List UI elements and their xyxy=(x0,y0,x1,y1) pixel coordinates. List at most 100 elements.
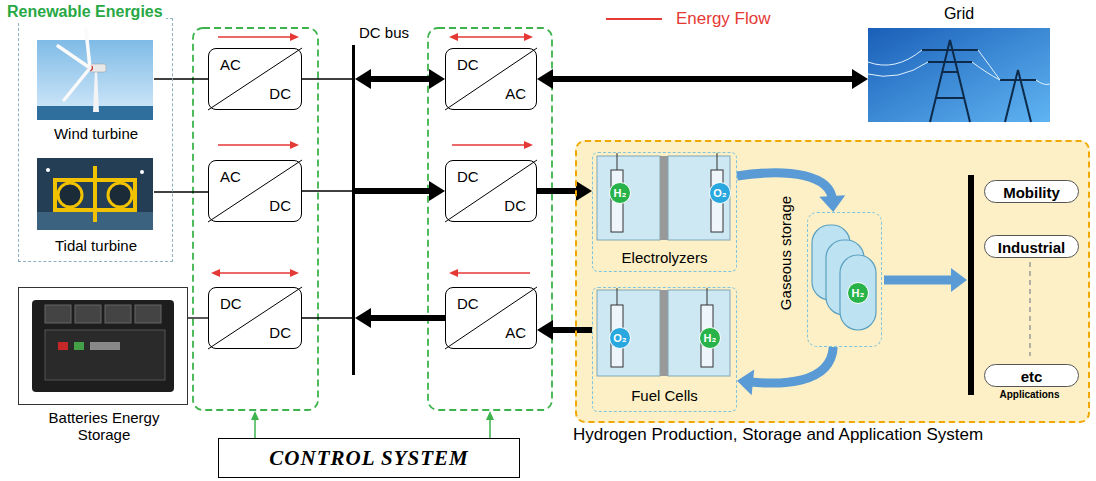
connector xyxy=(188,318,208,319)
node-label: AC xyxy=(505,85,526,102)
grid-photo xyxy=(922,40,1036,122)
control-arrow xyxy=(251,411,259,420)
converter-diagonal xyxy=(208,48,302,110)
connector-line xyxy=(302,78,352,79)
wind-turbine-photo xyxy=(93,70,99,112)
converter-group-outline xyxy=(193,28,318,410)
application-pill: etc xyxy=(984,364,1079,387)
energy-flow-arrow xyxy=(218,36,292,38)
node-label: DC xyxy=(457,56,479,73)
electrolyzer-cells xyxy=(617,153,618,170)
gas-circle: H₂ xyxy=(699,327,721,349)
connector xyxy=(302,191,352,192)
ellipsis-line xyxy=(1029,262,1031,356)
battery-photo xyxy=(32,300,174,392)
converter-diagonal xyxy=(208,48,537,349)
node-label: DC xyxy=(504,197,526,214)
node-label: DC xyxy=(269,85,291,102)
energy-flow-arrow xyxy=(211,33,533,277)
gas-circle: H₂ xyxy=(609,182,631,204)
image-node: Grid xyxy=(868,5,1050,123)
control-box: CONTROL SYSTEM xyxy=(218,438,520,478)
tidal-turbine-photo xyxy=(140,170,144,174)
node-label: DC xyxy=(457,168,479,185)
battery-photo xyxy=(135,305,161,323)
energy-flow-arrow xyxy=(290,33,299,41)
control-arrow xyxy=(251,411,494,438)
hydrogen-region-fill xyxy=(575,140,1090,423)
connector-line xyxy=(188,317,208,318)
electrolyzer-cells xyxy=(717,153,718,170)
energy-flow-arrow xyxy=(449,269,458,277)
connector-line xyxy=(302,190,352,191)
node-label: Grid xyxy=(944,5,974,23)
node-label: Wind turbine xyxy=(54,125,138,142)
node-label: etc xyxy=(1021,368,1043,383)
gas-circle: O₂ xyxy=(709,182,731,204)
tidal-turbine-photo xyxy=(37,158,153,230)
node-label: H₂ xyxy=(852,288,865,299)
energy-flow-arrow xyxy=(449,33,458,41)
application-pill: Mobility xyxy=(984,180,1079,203)
node-label: DC xyxy=(269,324,291,341)
electrolyzer-box: Electrolyzers H₂ O₂ xyxy=(592,152,737,272)
fuel-cell-cells xyxy=(617,288,618,305)
connector xyxy=(302,79,352,80)
connector-line xyxy=(154,191,208,192)
connector-line xyxy=(748,347,833,383)
fuel-cell-box: Fuel CellsO₂H₂ xyxy=(592,287,737,412)
storage-box: Gaseous storageH₂ xyxy=(807,212,882,347)
node-label: O₂ xyxy=(613,333,626,344)
legend-text: Energy Flow xyxy=(676,9,770,29)
tidal-turbine-photo xyxy=(46,168,50,172)
battery-photo xyxy=(74,342,84,350)
node-label: CONTROL SYSTEM xyxy=(269,448,468,469)
connector-line xyxy=(366,315,445,321)
arrow-head xyxy=(429,181,445,201)
converter-diagonal xyxy=(445,160,537,222)
energy-flow-arrow xyxy=(456,36,526,38)
wind-turbine-photo xyxy=(37,40,153,120)
connector xyxy=(737,347,833,395)
battery-photo xyxy=(75,305,101,323)
image-node: Wind turbine xyxy=(38,41,154,145)
connector xyxy=(154,192,208,193)
dc-bus: DC bus xyxy=(352,45,355,375)
application-pill: Industrial xyxy=(984,235,1079,258)
node-label: Hydrogen Production, Storage and Applica… xyxy=(573,425,983,445)
ellipsis-line xyxy=(1030,262,1031,356)
converter-group-outline xyxy=(428,28,552,410)
connector xyxy=(537,320,592,340)
connector-line xyxy=(548,327,592,333)
battery-photo xyxy=(90,342,120,350)
connector xyxy=(154,79,208,80)
energy-flow-arrow xyxy=(218,272,292,274)
battery-photo xyxy=(58,342,68,350)
arrow-head xyxy=(537,69,553,89)
tidal-turbine-photo xyxy=(108,183,132,207)
fuel-cell-cells xyxy=(660,290,668,376)
energy-flow-arrow xyxy=(452,144,526,146)
energy-flow-arrow xyxy=(290,141,299,149)
energy-flow-arrow xyxy=(218,144,292,146)
battery-node: Batteries Energy Storage xyxy=(18,287,188,405)
node-label: H₂ xyxy=(704,333,717,344)
grid-photo xyxy=(868,28,1050,122)
energy-flow-arrow xyxy=(211,269,220,277)
node-label: Electrolyzers xyxy=(622,249,708,266)
gas-cylinders xyxy=(812,225,876,330)
hydrogen-region-fill xyxy=(575,140,1090,423)
connector xyxy=(537,181,592,201)
connector xyxy=(355,69,445,89)
node-label: DC xyxy=(457,295,479,312)
energy-flow-arrow xyxy=(290,269,299,277)
tidal-turbine-photo xyxy=(37,158,153,230)
tidal-turbine-photo xyxy=(58,183,82,207)
node-label: O₂ xyxy=(713,188,726,199)
converter-box: ACDC xyxy=(208,160,302,222)
converter-box: DC AC xyxy=(445,48,537,110)
electrolyzer-cells xyxy=(660,156,668,240)
converter-box: DCAC xyxy=(445,287,537,349)
